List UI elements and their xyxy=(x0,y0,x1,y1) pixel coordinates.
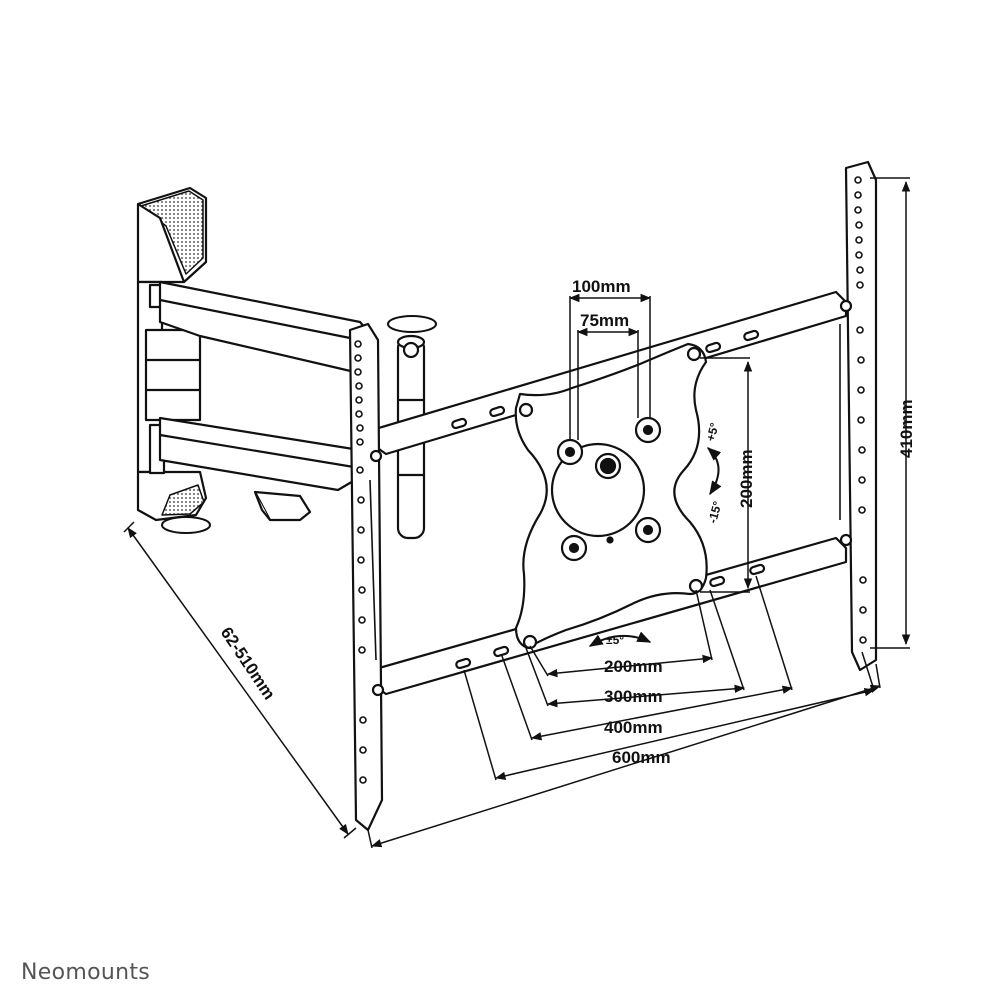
wall-plate-mesh xyxy=(140,190,204,275)
label-width-200: 200mm xyxy=(604,657,663,676)
label-vesa-75: 75mm xyxy=(580,311,629,330)
rotate-arrow-icon xyxy=(588,631,652,647)
label-plate-height: 200mm xyxy=(737,449,756,508)
right-bracket-holes xyxy=(854,176,867,644)
vesa-plate xyxy=(514,342,708,650)
label-frame-height: 410mm xyxy=(897,399,916,458)
left-vertical-bracket xyxy=(348,322,385,832)
label-tilt-down: -15° xyxy=(705,500,724,525)
swivel-arrow-top-icon xyxy=(387,315,437,333)
left-bracket-holes xyxy=(354,340,367,784)
wall-plate-mesh-lower xyxy=(161,484,205,516)
right-vertical-bracket xyxy=(839,160,878,672)
label-width-400: 400mm xyxy=(604,718,663,737)
label-width-600: 600mm xyxy=(612,748,671,767)
label-swivel: ±5° xyxy=(606,633,624,647)
label-vesa-100: 100mm xyxy=(572,277,631,296)
dimension-lines xyxy=(123,177,911,849)
tilt-arrow-icon xyxy=(706,447,722,496)
brand-logo: Neomounts xyxy=(21,960,151,985)
swivel-arrow-bottom-icon xyxy=(161,516,211,534)
horizontal-rails xyxy=(370,290,848,696)
rotation-arrows xyxy=(161,315,722,647)
label-tilt-up: +5° xyxy=(703,421,721,443)
label-width-300: 300mm xyxy=(604,687,663,706)
